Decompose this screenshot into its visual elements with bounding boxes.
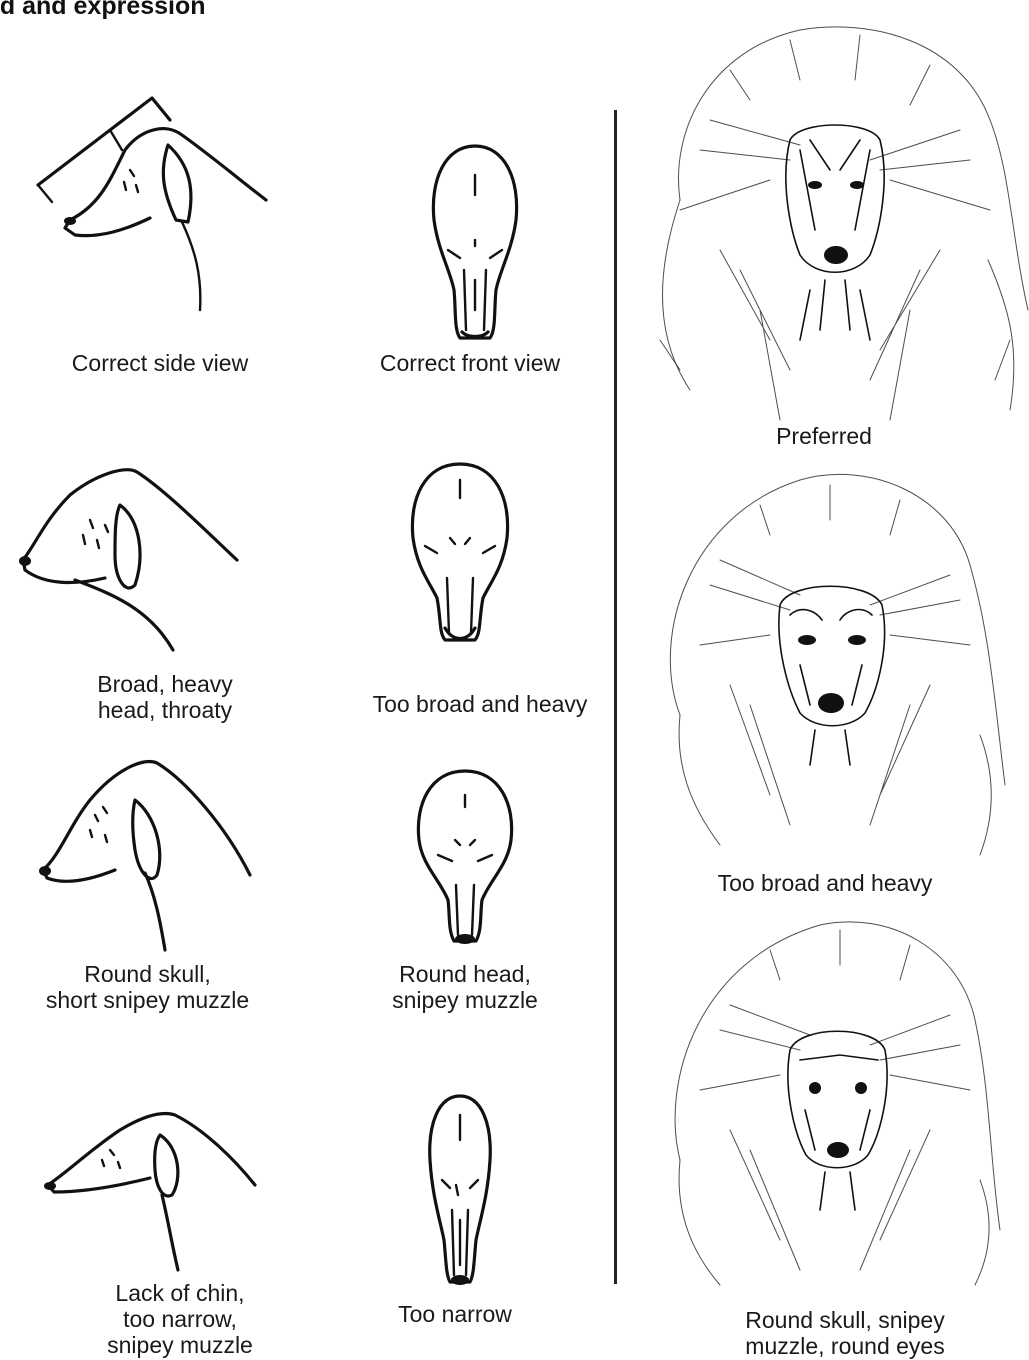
front-view-correct-drawing — [420, 140, 530, 345]
poodle-round-drawing — [650, 900, 1010, 1290]
caption-side-correct: Correct side view — [40, 350, 280, 376]
caption-poodle-preferred: Preferred — [724, 423, 924, 449]
caption-front-round: Round head, snipey muzzle — [365, 961, 565, 1013]
caption-poodle-broad: Too broad and heavy — [690, 870, 960, 896]
caption-side-broad: Broad, heavy head, throaty — [60, 671, 270, 723]
caption-poodle-round: Round skull, snipey muzzle, round eyes — [705, 1307, 985, 1359]
caption-side-narrow: Lack of chin, too narrow, snipey muzzle — [75, 1280, 285, 1358]
side-view-correct-drawing — [30, 90, 275, 320]
front-view-broad-drawing — [405, 458, 515, 648]
side-view-broad-drawing — [15, 460, 245, 660]
side-view-narrow-drawing — [40, 1080, 265, 1275]
caption-front-broad: Too broad and heavy — [355, 691, 605, 717]
caption-front-correct: Correct front view — [355, 350, 585, 376]
poodle-preferred-drawing — [640, 10, 1029, 430]
poodle-broad-drawing — [650, 465, 1010, 860]
caption-front-narrow: Too narrow — [360, 1301, 550, 1327]
side-view-round-drawing — [35, 745, 260, 955]
front-view-narrow-drawing — [410, 1090, 510, 1290]
column-divider — [614, 110, 617, 1284]
caption-side-round: Round skull, short snipey muzzle — [30, 961, 265, 1013]
page-title: ad and expression — [0, 0, 206, 21]
front-view-round-drawing — [410, 765, 520, 950]
